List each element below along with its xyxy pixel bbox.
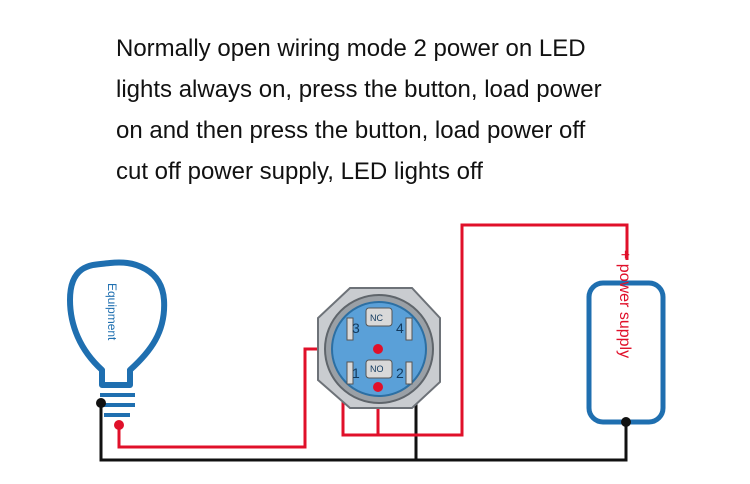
terminal-2-label: 2 — [396, 365, 404, 381]
power-supply-label: + power supply — [616, 250, 633, 358]
switch-pin — [346, 317, 354, 341]
terminal-3-label: 3 — [352, 320, 360, 336]
description-line: cut off power supply, LED lights off — [116, 158, 483, 185]
connection-dot — [96, 398, 106, 408]
connection-dot — [373, 382, 383, 392]
connection-dot — [621, 417, 631, 427]
switch-pin — [365, 359, 393, 379]
nc-label: NC — [370, 313, 383, 323]
switch-pin — [365, 307, 393, 327]
terminal-4-label: 4 — [396, 320, 404, 336]
bulb-label: Equipment — [105, 283, 119, 341]
switch-pin — [346, 361, 354, 385]
switch-pin — [405, 361, 413, 385]
switch-pin — [405, 317, 413, 341]
power-supply: + power supply — [586, 250, 666, 427]
push-button-switch: 3 4 1 2 NC NO — [317, 287, 441, 409]
red-wire-to-supply — [341, 223, 629, 437]
connection-dot — [373, 344, 383, 354]
description-line: lights always on, press the button, load… — [116, 76, 602, 103]
connection-dot — [114, 420, 124, 430]
terminal-1-label: 1 — [352, 365, 360, 381]
description-line: Normally open wiring mode 2 power on LED — [116, 35, 586, 62]
no-label: NO — [370, 364, 384, 374]
description-text: Normally open wiring mode 2 power on LED… — [116, 28, 716, 192]
description-line: on and then press the button, load power… — [116, 117, 586, 144]
equipment-bulb: Equipment — [67, 259, 168, 430]
bulb-outline — [67, 259, 168, 388]
black-wire-bottom — [99, 403, 628, 462]
